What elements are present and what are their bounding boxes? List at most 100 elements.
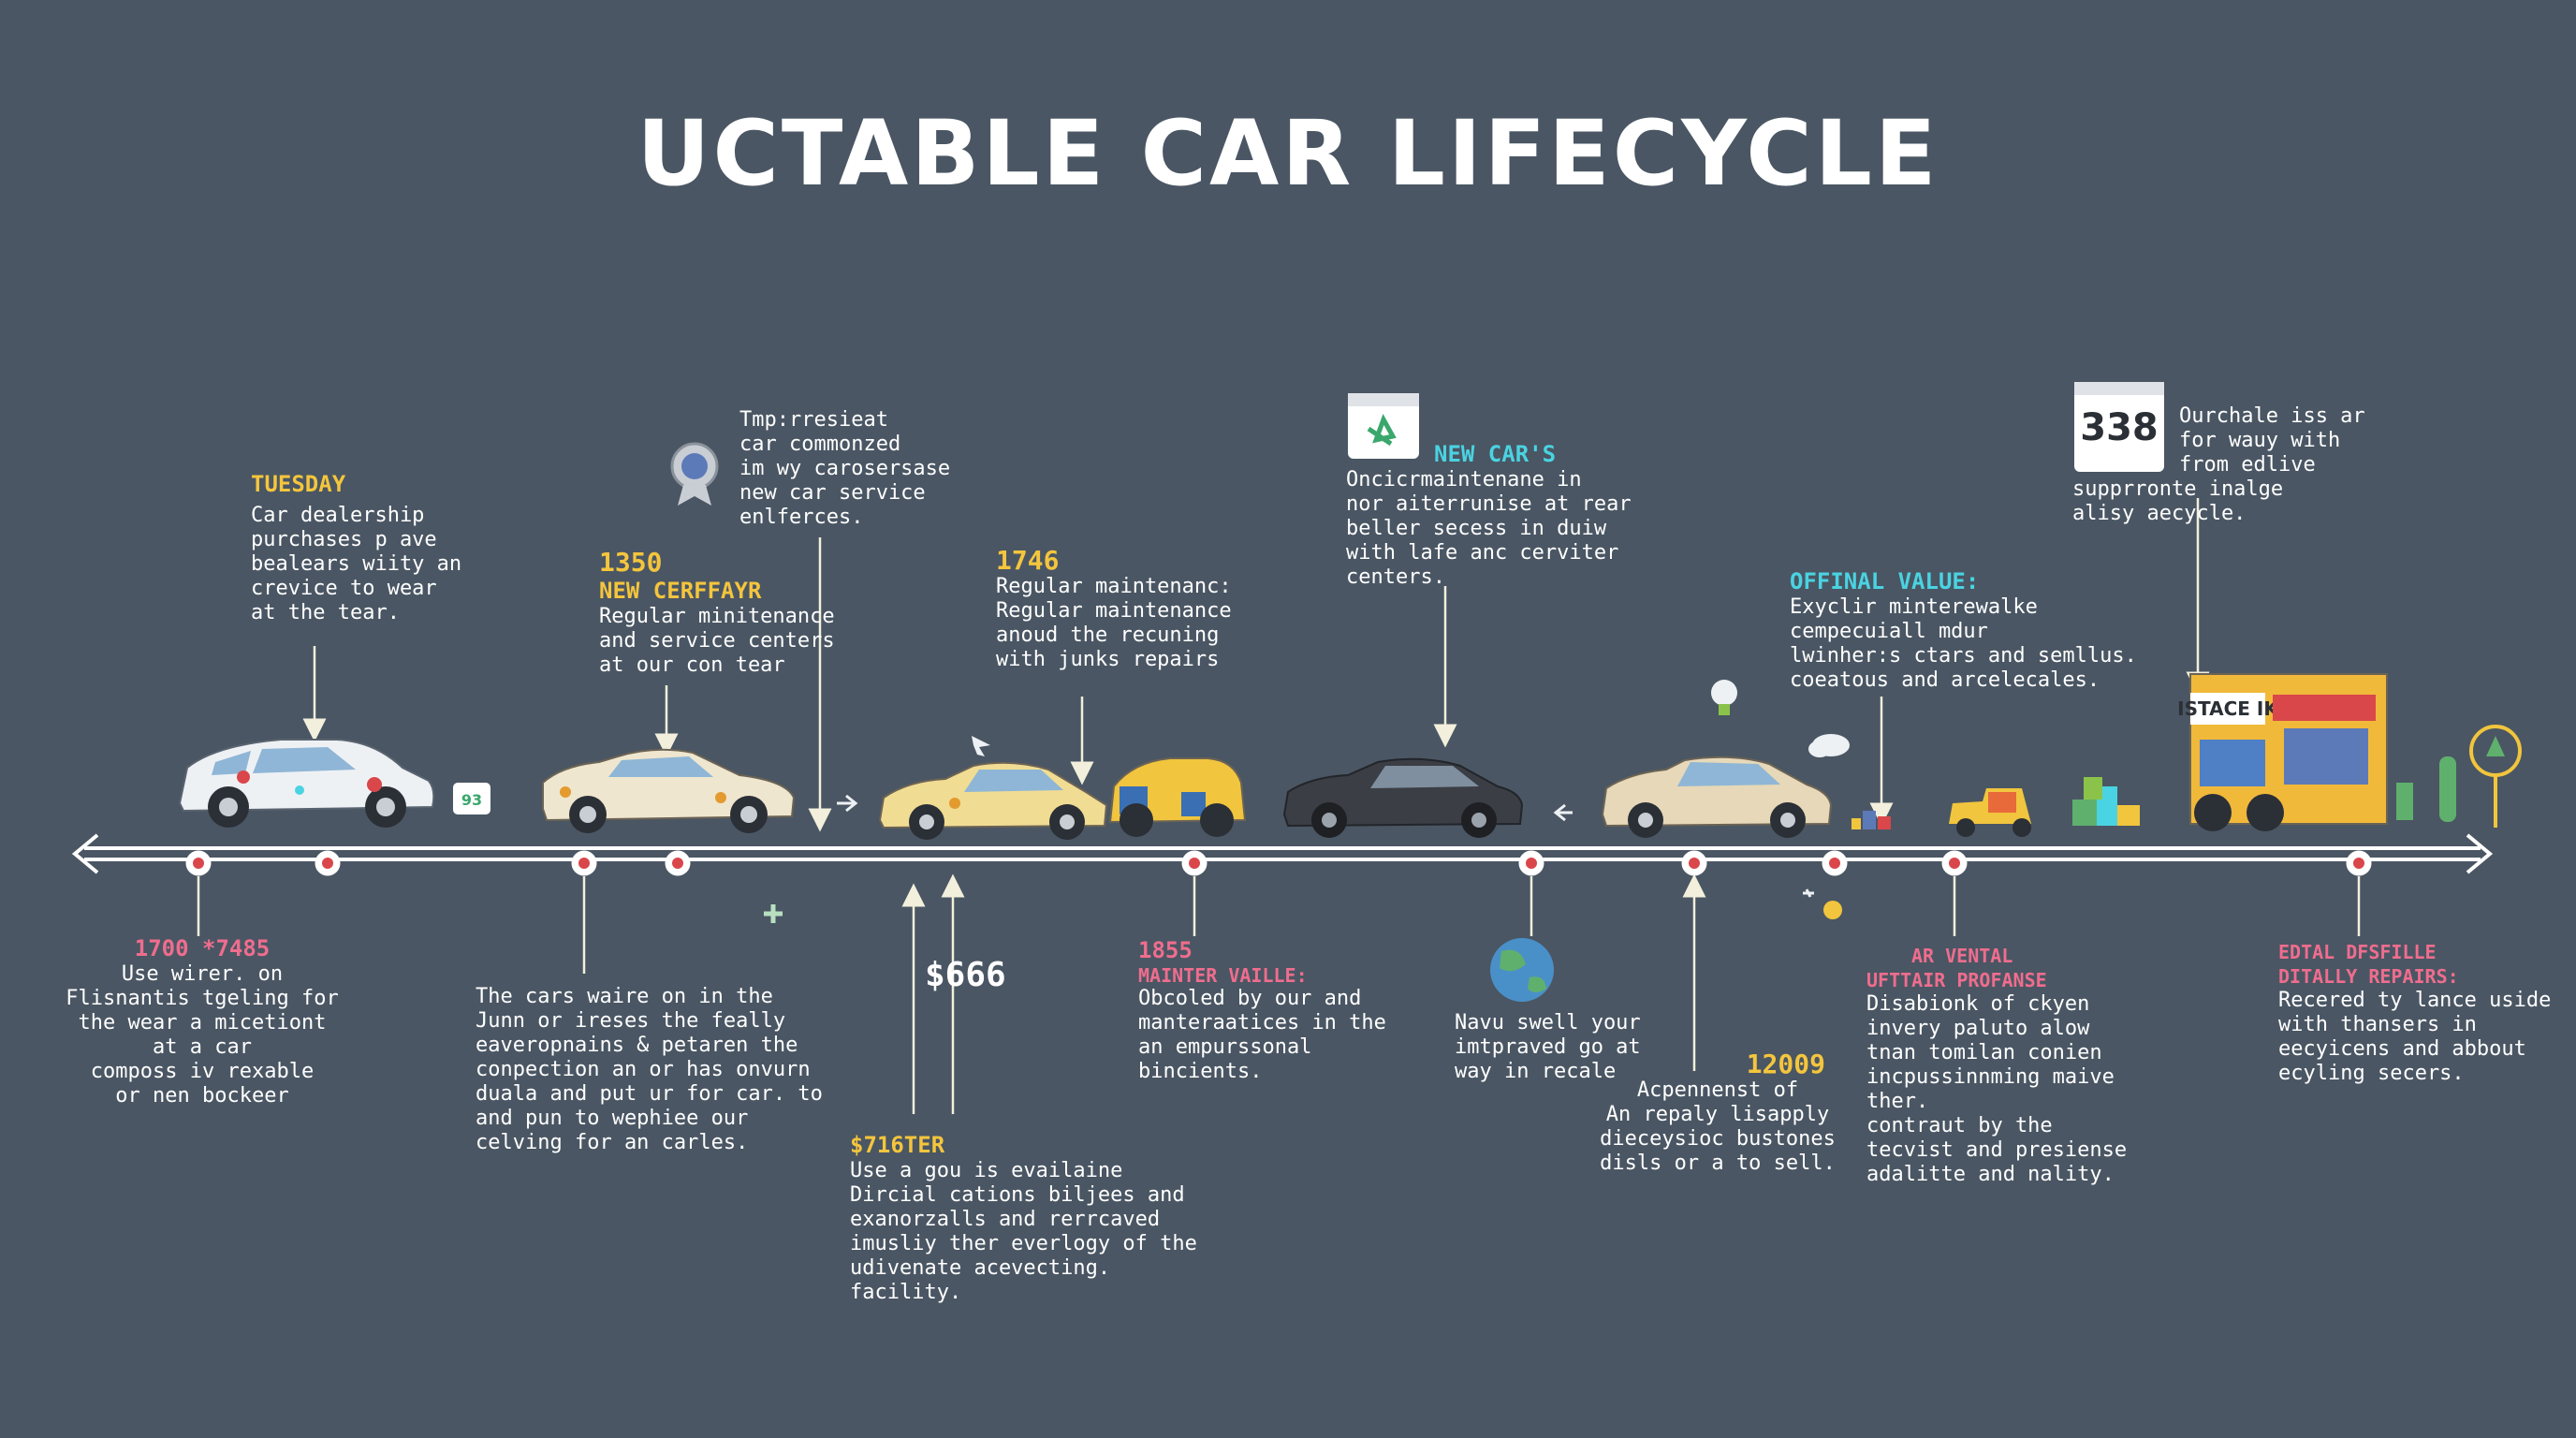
label-12009: 12009 Acpennenst of An repaly lisapply d… <box>1582 1050 1853 1176</box>
cloud-icon <box>1808 734 1850 757</box>
car-6-beige-sedan <box>1601 756 1833 838</box>
label-line: tnan tomilan conien <box>1866 1041 2102 1064</box>
label-tmp: Tmp:rresieat car commonzed im wy caroser… <box>739 408 950 530</box>
marker-5 <box>1181 850 1208 876</box>
recycle-calendar-icon <box>1348 393 1419 459</box>
label-line: contraut by the <box>1866 1114 2053 1137</box>
label-line: and service centers <box>599 629 835 653</box>
label-line: Obcoled by our and <box>1138 987 1362 1010</box>
car-1-white-hatchback <box>178 739 435 828</box>
label-line: way in recale <box>1455 1060 1617 1083</box>
marker-9 <box>1941 850 1968 876</box>
label-line: exanorzalls and rerrcaved <box>850 1208 1161 1231</box>
label-1700: 1700 *7485 Use wirer. on Flisnantis tgel… <box>62 934 343 1108</box>
marker-10 <box>2346 850 2372 876</box>
label-new-cerffayr: 1350 NEW CERFFAYR Regular minitenance an… <box>599 549 835 678</box>
label-line: at our con tear <box>599 653 785 677</box>
label-line: enlferces. <box>739 506 864 529</box>
label-line: for wauy with <box>2179 429 2341 452</box>
label-line: tecvist and presiense <box>1866 1138 2128 1162</box>
label-line: purchases p ave <box>251 528 437 551</box>
globe-icon <box>1490 938 1554 1002</box>
marker-8 <box>1822 850 1848 876</box>
label-number: 1855 <box>1138 937 1193 963</box>
label-line: bealears wiity an <box>251 552 462 576</box>
label-navu: Navu swell your imtpraved go at way in r… <box>1455 1011 1641 1084</box>
label-line: eecyicens and abbout <box>2278 1037 2526 1061</box>
timeline-markers <box>185 850 2372 876</box>
label-line: the wear a micetiont <box>78 1011 327 1034</box>
label-number: 1746 <box>996 545 1060 576</box>
label-heading: 1700 *7485 <box>134 935 271 961</box>
label-line: Recered ty lance uside <box>2278 989 2552 1012</box>
timeline-axis <box>71 833 2494 874</box>
small-junk-props <box>1852 777 2140 837</box>
sparkle-icon <box>1803 888 1842 919</box>
label-heading: AR VENTAL <box>1911 945 2013 967</box>
label-line: conpection an or has onvurn <box>476 1058 811 1081</box>
top-connectors <box>302 498 2210 832</box>
marker-1 <box>185 850 212 876</box>
calendar-icon: 338 <box>2074 382 2164 472</box>
lightbulb-icon <box>1711 680 1737 715</box>
label-heading: NEW CAR'S <box>1434 441 1557 467</box>
label-line: crevice to wear <box>251 577 437 600</box>
recycling-shop-truck: ISTACE IK <box>2177 673 2522 831</box>
marker-7 <box>1681 850 1707 876</box>
label-offinal-value: OFFINAL VALUE: Exyclir minterewalke cemp… <box>1790 567 2137 693</box>
label-heading: $666 <box>925 956 1006 994</box>
label-line: Navu swell your <box>1455 1011 1641 1034</box>
label-subheading: UFTTAIR PROFANSE <box>1866 969 2047 991</box>
label-line: Oncicrmaintenane in <box>1346 468 1582 492</box>
label-line: at the tear. <box>251 601 400 624</box>
label-subheading: DITALLY REPAIRS: <box>2278 965 2459 988</box>
label-heading: EDTAL DFSFILLE <box>2278 941 2437 963</box>
marker-6 <box>1518 850 1544 876</box>
marker-3 <box>571 850 597 876</box>
label-line: ther. <box>1866 1090 1929 1113</box>
label-line: Regular maintenance <box>996 599 1232 623</box>
label-line: nor aiterrunise at rear <box>1346 492 1632 516</box>
arrow-left-icon <box>1553 803 1573 822</box>
label-line: facility. <box>850 1281 962 1304</box>
label-line: adalitte and nality. <box>1866 1163 2115 1186</box>
label-line: alisy aecycle. <box>2072 502 2247 525</box>
label-line: An repaly lisapply <box>1605 1103 1830 1126</box>
label-line: Disabionk of ckyen <box>1866 992 2090 1016</box>
label-line: Use a gou is evailaine <box>850 1159 1123 1182</box>
label-line: lwinher:s ctars and semllus. <box>1790 644 2137 668</box>
label-new-cars: NEW CAR'S Oncicrmaintenane in nor aiterr… <box>1346 440 1632 590</box>
label-heading: TUESDAY <box>251 471 346 497</box>
label-line: disls or a to sell. <box>1600 1152 1836 1175</box>
label-line: Junn or ireses the feally <box>476 1009 786 1033</box>
label-line: manteraatices in the <box>1138 1011 1386 1034</box>
label-line: new car service <box>739 481 926 505</box>
label-line: udivenate acevecting. <box>850 1256 1111 1280</box>
label-line: eaveropnains & petaren the <box>476 1034 798 1057</box>
label-line: dieceysioc bustones <box>1600 1127 1836 1151</box>
marker-4 <box>665 850 691 876</box>
label-line: Use wirer. on <box>121 962 284 986</box>
label-line: duala and put ur for car. to <box>476 1082 823 1106</box>
label-line: anoud the recuning <box>996 624 1220 647</box>
label-line: with thansers in <box>2278 1013 2477 1036</box>
label-line: Exyclir minterewalke <box>1790 595 2038 619</box>
label-line: composs iv rexable <box>90 1060 315 1083</box>
label-line: an empurssonal <box>1138 1035 1312 1059</box>
calendar-number: 338 <box>2080 406 2159 449</box>
parking-sign: 93 <box>453 783 490 814</box>
label-line: and pun to wephiee our <box>476 1107 749 1130</box>
label-heading: 12009 <box>1746 1049 1825 1079</box>
label-line: at a car <box>153 1035 252 1059</box>
label-666: $666 <box>925 955 1006 996</box>
label-line: Car dealership <box>251 504 425 527</box>
label-1855: 1855 MAINTER VAILLE: Obcoled by our and … <box>1138 936 1386 1084</box>
label-tuesday: TUESDAY Car dealership purchases p ave b… <box>251 470 461 625</box>
label-line: bincients. <box>1138 1060 1263 1083</box>
label-line: im wy carosersase <box>739 457 951 480</box>
award-ribbon-icon <box>670 442 719 506</box>
label-716ter: $716TER Use a gou is evailaine Dircial c… <box>850 1131 1197 1305</box>
car-3-yellow-sedan <box>878 761 1108 840</box>
airplane-icon <box>972 736 990 756</box>
